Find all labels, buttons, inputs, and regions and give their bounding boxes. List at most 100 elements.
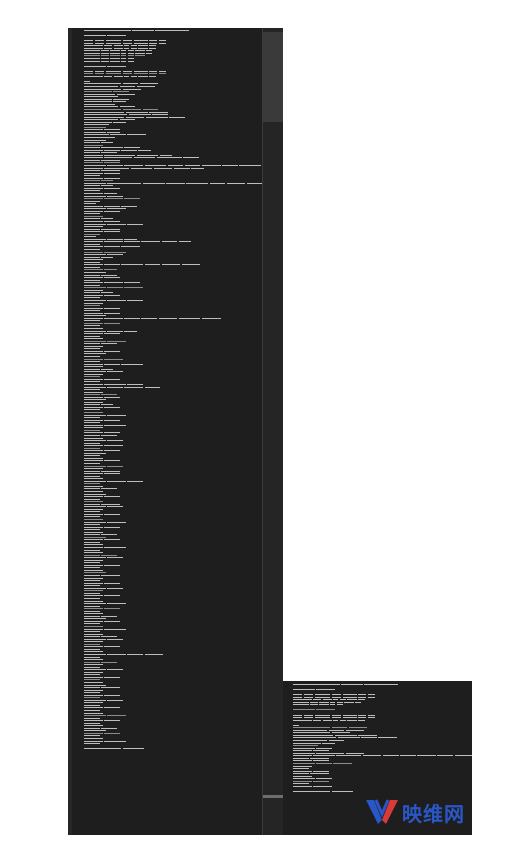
code-line: [84, 83, 279, 86]
code-line: [84, 490, 279, 494]
code-line: [84, 559, 279, 563]
code-line: [84, 511, 279, 514]
code-line: [84, 88, 279, 92]
code-line: [84, 363, 279, 367]
code-line: [84, 648, 279, 652]
code-line: [84, 653, 279, 657]
code-line: [84, 287, 279, 290]
code-line: [84, 722, 279, 726]
code-line: [84, 261, 279, 265]
code-line: [84, 213, 279, 216]
code-line: [84, 98, 279, 102]
code-line: [84, 620, 279, 624]
code-line: [84, 452, 279, 456]
code-line: [84, 172, 279, 176]
code-line: [84, 702, 279, 705]
code-line: [84, 427, 279, 430]
code-line: [84, 111, 279, 115]
code-line: [84, 516, 279, 519]
code-line: [84, 310, 279, 313]
code-line: [84, 91, 279, 94]
code-line: [293, 734, 470, 738]
code-line: [84, 246, 279, 249]
code-line: [84, 465, 279, 469]
code-line: [84, 256, 279, 260]
code-line: [84, 348, 279, 351]
code-line: [84, 697, 279, 700]
code-line: [84, 378, 279, 382]
code-line: [84, 75, 279, 79]
code-line: [84, 457, 279, 461]
code-line: [293, 694, 470, 697]
code-line: [84, 221, 279, 224]
code-line: [293, 760, 470, 763]
code-line: [84, 243, 279, 247]
code-line: [84, 450, 279, 453]
code-line: [84, 236, 279, 239]
code-line: [84, 676, 279, 680]
code-line: [84, 159, 279, 163]
code-line: [84, 715, 279, 718]
code-line: [84, 226, 279, 229]
code-line: [84, 437, 279, 441]
code-line: [84, 106, 279, 109]
code-line: [84, 152, 279, 155]
code-line: [84, 603, 279, 606]
code-line: [84, 338, 279, 341]
code-line: [293, 747, 470, 751]
code-line: [84, 585, 279, 588]
code-line: [84, 488, 279, 491]
scrollbar-thumb[interactable]: [262, 32, 283, 122]
code-line: [84, 692, 279, 695]
code-line: [84, 198, 279, 201]
code-line: [84, 432, 279, 435]
code-line: [293, 704, 470, 707]
code-line: [84, 552, 279, 555]
code-line: [84, 547, 279, 550]
code-line: [84, 730, 279, 733]
code-line: [84, 544, 279, 547]
code-line: [293, 719, 470, 723]
code-line: [84, 373, 279, 377]
code-line: [84, 381, 279, 384]
code-line: [84, 307, 279, 311]
code-line: [293, 762, 470, 766]
code-line: [84, 279, 279, 283]
code-line: [84, 442, 279, 446]
code-line: [84, 587, 279, 591]
vertical-scrollbar[interactable]: [262, 28, 283, 835]
code-line: [84, 121, 279, 125]
code-line: [84, 674, 279, 677]
code-line: [84, 577, 279, 581]
code-line: [84, 643, 279, 647]
code-line: [84, 93, 279, 97]
code-line: [84, 671, 279, 675]
code-line: [84, 175, 279, 178]
code-line: [84, 325, 279, 328]
code-line: [84, 513, 279, 517]
code-line: [293, 775, 470, 779]
code-line: [84, 600, 279, 604]
code-line: [84, 651, 279, 654]
code-line: [84, 409, 279, 412]
code-line: [84, 743, 279, 746]
code-line: [84, 322, 279, 326]
code-line: [84, 42, 279, 46]
code-line: [84, 475, 279, 479]
code-line: [293, 701, 470, 705]
code-line: [84, 259, 279, 262]
code-line: [84, 401, 279, 405]
code-line: [84, 218, 279, 221]
code-line: [84, 562, 279, 565]
code-line: [84, 35, 279, 38]
code-line: [84, 205, 279, 209]
code-line: [84, 684, 279, 688]
code-line: [84, 524, 279, 527]
code-line: [84, 597, 279, 601]
code-line: [84, 412, 279, 415]
disassembly-listing: [84, 30, 283, 751]
code-line: [84, 424, 279, 428]
code-line: [84, 391, 279, 395]
scrollbar-position-marker: [262, 795, 283, 798]
code-line: [84, 241, 279, 244]
